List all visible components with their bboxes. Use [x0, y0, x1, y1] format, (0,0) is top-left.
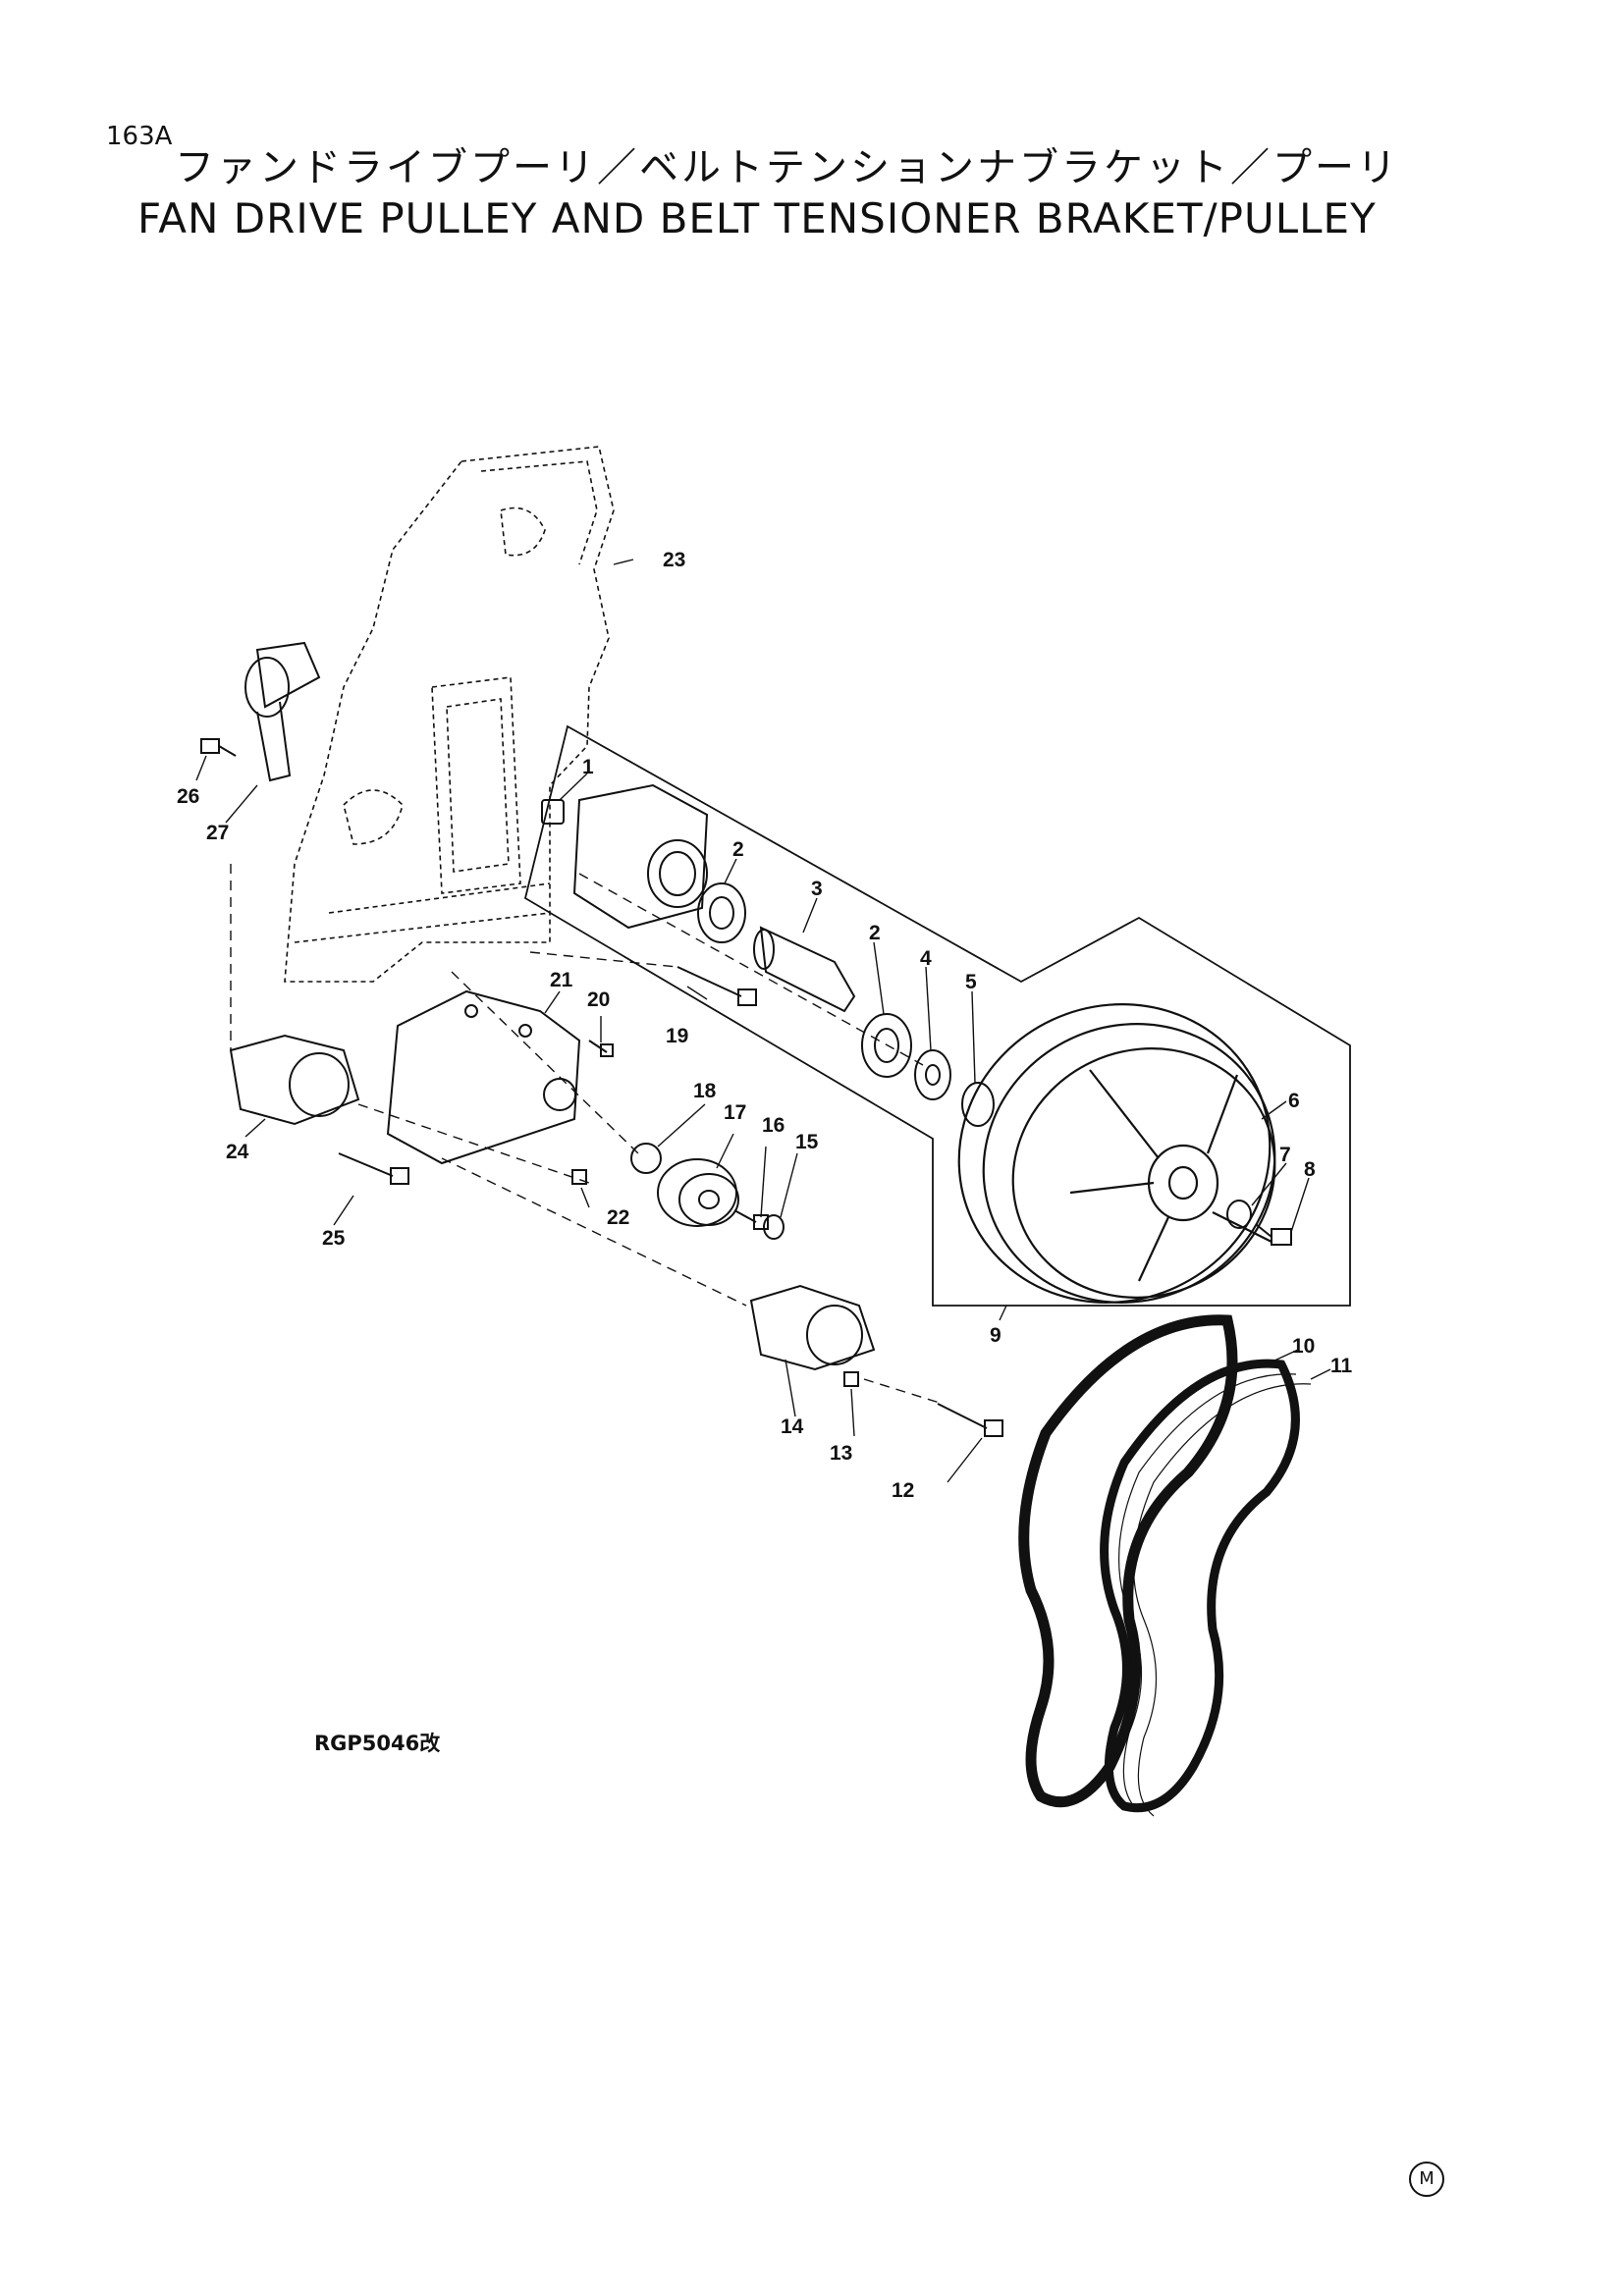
tensioner-24 — [229, 1034, 360, 1126]
bushing-18 — [630, 1143, 662, 1174]
belt-11-ribs — [1118, 1373, 1312, 1817]
callout-2a: 2 — [732, 838, 744, 861]
callout-21: 21 — [550, 969, 573, 991]
callout-5: 5 — [965, 971, 977, 993]
washer-15 — [763, 1214, 785, 1240]
callout-7: 7 — [1279, 1144, 1291, 1166]
callout-19: 19 — [666, 1025, 688, 1047]
callout-2b: 2 — [869, 922, 881, 944]
washer-4 — [914, 1049, 951, 1100]
callout-10: 10 — [1292, 1335, 1315, 1358]
callout-3: 3 — [811, 878, 823, 900]
title-english: FAN DRIVE PULLEY AND BELT TENSIONER BRAK… — [137, 194, 1377, 242]
belt-10 — [1018, 1314, 1238, 1808]
page-mark: M — [1409, 2162, 1444, 2197]
drive-pulley-assembly-box — [523, 724, 1351, 1307]
bolt-16 — [733, 1209, 769, 1230]
belt-11 — [1100, 1359, 1300, 1813]
callout-11: 11 — [1330, 1355, 1353, 1377]
callout-4: 4 — [920, 947, 932, 970]
callout-20: 20 — [587, 988, 610, 1011]
callout-9: 9 — [990, 1324, 1001, 1347]
title-japanese: ファンドライブプーリ／ベルトテンションナブラケット／プーリ — [175, 145, 1399, 190]
callout-18: 18 — [693, 1080, 717, 1102]
bolt-19 — [677, 966, 757, 1006]
shaft-3 — [753, 926, 856, 1013]
callout-14: 14 — [781, 1415, 804, 1438]
section-code: 163A — [106, 122, 173, 151]
callout-1: 1 — [582, 756, 594, 778]
figure-code: RGP5046改 — [314, 1732, 441, 1755]
callout-26: 26 — [177, 785, 199, 808]
callout-13: 13 — [830, 1442, 852, 1465]
bracket-21 — [386, 989, 581, 1165]
callout-8: 8 — [1304, 1158, 1316, 1181]
callout-12: 12 — [892, 1479, 914, 1502]
tensioner-14 — [749, 1284, 876, 1371]
leader-lines — [195, 559, 1331, 1483]
callout-27: 27 — [206, 822, 229, 844]
callout-labels: 1 2 3 2 4 5 6 7 8 9 10 11 12 13 14 15 16… — [177, 549, 1353, 1502]
bearing-2a — [697, 882, 746, 943]
drive-pulley-6 — [957, 1003, 1276, 1304]
washer-7 — [1226, 1200, 1252, 1229]
tensioner-bracket-27 — [244, 641, 321, 782]
bolt-26 — [200, 738, 237, 757]
callout-15: 15 — [795, 1131, 819, 1153]
callout-17: 17 — [724, 1101, 746, 1124]
callout-23: 23 — [663, 549, 685, 571]
screw-20 — [588, 1040, 614, 1057]
bolt-25 — [338, 1152, 409, 1185]
callout-6: 6 — [1288, 1090, 1300, 1112]
timing-cover-outline — [284, 446, 615, 983]
bearing-2b — [861, 1013, 912, 1078]
bolt-8 — [1256, 1224, 1292, 1246]
callout-25: 25 — [322, 1227, 346, 1250]
plug-1 — [541, 799, 565, 825]
pulley-housing — [572, 783, 709, 930]
alignment-lines — [230, 864, 944, 1405]
callout-22: 22 — [607, 1206, 629, 1229]
callout-24: 24 — [226, 1141, 249, 1163]
callout-16: 16 — [762, 1114, 785, 1137]
idler-pulley-17 — [657, 1158, 739, 1227]
bolt-12 — [937, 1403, 1003, 1437]
snap-ring-5 — [961, 1082, 995, 1127]
screw-13 — [843, 1371, 859, 1387]
